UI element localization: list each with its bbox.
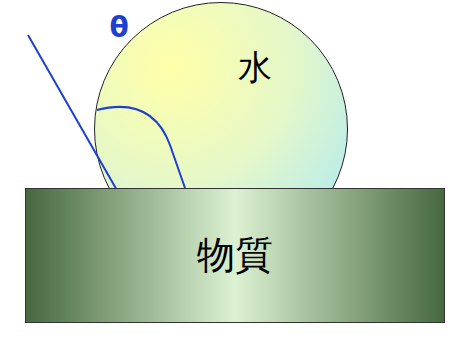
substrate-label: 物質 [197, 234, 273, 278]
substrate-rect [26, 189, 445, 323]
angle-arc [97, 107, 185, 188]
substrate-block: 物質 [25, 188, 445, 323]
angle-symbol: θ [109, 12, 128, 44]
droplet-label: 水 [238, 48, 272, 87]
tangent-line [28, 35, 118, 192]
